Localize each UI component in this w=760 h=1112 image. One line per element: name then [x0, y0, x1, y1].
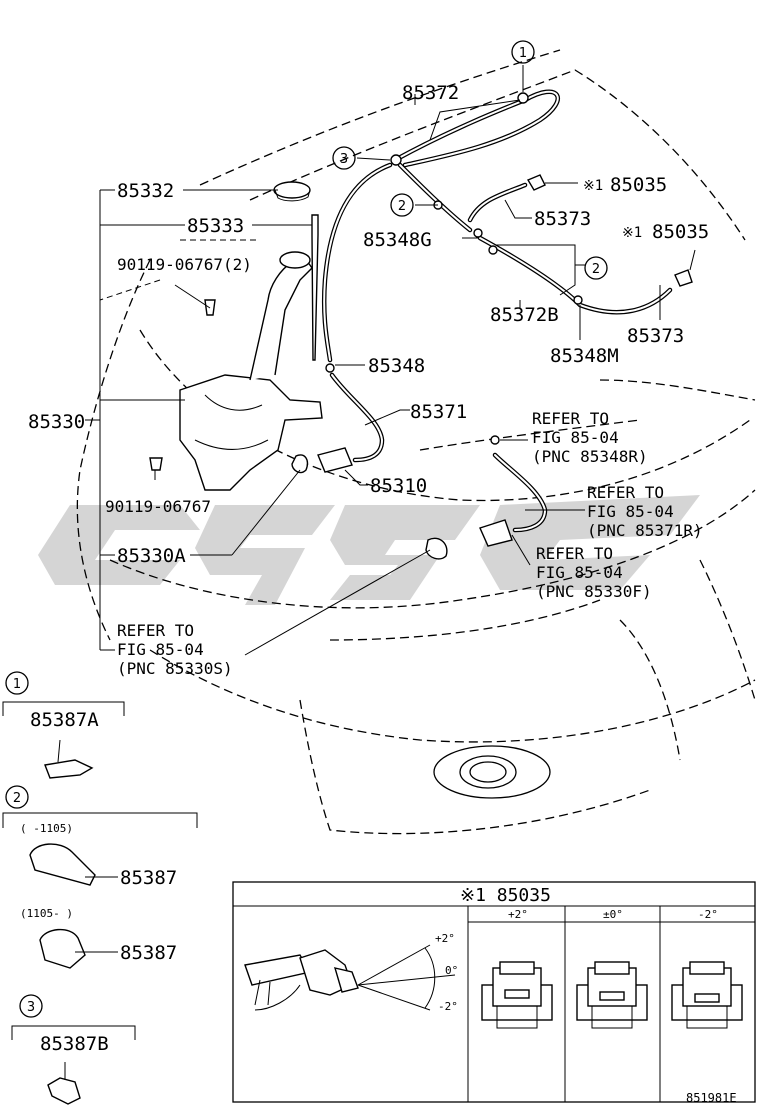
- legend-85387a: 85387A: [30, 709, 99, 731]
- ref-85330f-line2: FIG 85-04: [536, 563, 623, 582]
- nozzles-and-joints: [149, 92, 693, 471]
- vehicle-body-outline: [76, 49, 756, 835]
- label-85372: 85372: [402, 82, 459, 104]
- tank-cap: [273, 181, 311, 202]
- label-85035a: 85035: [610, 174, 667, 196]
- refer-blocks: REFER TO FIG 85-04 (PNC 85348R) REFER TO…: [117, 409, 703, 678]
- ref-85330s-line1: REFER TO: [117, 621, 194, 640]
- ref-85330s-line2: FIG 85-04: [117, 640, 204, 659]
- label-85330: 85330: [28, 411, 85, 433]
- detail-angle-minus: -2°: [438, 1000, 458, 1013]
- ref-85348r-line3: (PNC 85348R): [532, 447, 648, 466]
- level-gauge: [311, 214, 319, 361]
- legend-85387-2: 85387: [120, 942, 177, 964]
- label-90119: 90119-06767: [105, 497, 211, 516]
- part-labels: 85372 85332 85333 ※1 85035 85373 ※1 8503…: [28, 82, 709, 567]
- figure-code: 851981E: [686, 1091, 737, 1105]
- ref-85371r-line2: FIG 85-04: [587, 502, 674, 521]
- leader-lines: [85, 65, 696, 656]
- ref-85348r-line1: REFER TO: [532, 409, 609, 428]
- label-85348g: 85348G: [363, 229, 432, 251]
- svg-text:3: 3: [27, 1000, 35, 1015]
- callout-2b: 2: [592, 262, 600, 277]
- washer-pump: [291, 447, 513, 560]
- label-85373a: 85373: [534, 208, 591, 230]
- label-85310: 85310: [370, 475, 427, 497]
- watermark-logo: [38, 495, 700, 605]
- washer-hoses: [321, 89, 673, 533]
- label-90119-2: 90119-06767(2): [117, 255, 252, 274]
- ref-85348r-line2: FIG 85-04: [532, 428, 619, 447]
- ref-85371r-line3: (PNC 85371R): [587, 521, 703, 540]
- nozzle-front-zero: [576, 961, 648, 1029]
- washer-tank: [179, 251, 323, 491]
- nozzle-front-minus2: [671, 961, 743, 1029]
- nozzle-front-plus2: [481, 961, 553, 1029]
- svg-text:1: 1: [13, 677, 21, 692]
- nozzle-adjustment-detail: ※1 85035 +2° ±0° -2° +2° 0° -2°: [232, 881, 756, 1103]
- ref-85330f-line3: (PNC 85330F): [536, 582, 652, 601]
- detail-title: ※1 85035: [460, 885, 551, 906]
- label-85332: 85332: [117, 180, 174, 202]
- label-85330a: 85330A: [117, 545, 186, 567]
- legend-clip-1: 1 85387A: [2, 671, 125, 779]
- label-85035b: 85035: [652, 221, 709, 243]
- callout-circles: 1 3 2 2: [332, 40, 608, 280]
- callout-3: 3: [340, 152, 348, 167]
- detail-angle-plus: +2°: [435, 932, 455, 945]
- label-mark-1b: ※1: [622, 225, 642, 241]
- label-85333: 85333: [187, 215, 244, 237]
- legend-range-1: ( -1105): [20, 822, 73, 835]
- label-85348: 85348: [368, 355, 425, 377]
- legend-85387b: 85387B: [40, 1033, 109, 1055]
- label-85371: 85371: [410, 401, 467, 423]
- legend-85387-1: 85387: [120, 867, 177, 889]
- legend-range-2: (1105- ): [20, 907, 73, 920]
- detail-col-plus2: +2°: [508, 908, 528, 921]
- ref-85371r-line1: REFER TO: [587, 483, 664, 502]
- label-85372b: 85372B: [490, 304, 559, 326]
- detail-col-minus2: -2°: [698, 908, 718, 921]
- callout-1: 1: [519, 46, 527, 61]
- legend-clip-3: 3 85387B: [11, 994, 136, 1105]
- label-85373b: 85373: [627, 325, 684, 347]
- label-85348m: 85348M: [550, 345, 619, 367]
- svg-text:2: 2: [13, 791, 21, 806]
- detail-angle-zero: 0°: [445, 964, 458, 977]
- legend-clip-2: 2 ( -1105) 85387 (1105- ) 85387: [2, 785, 198, 969]
- callout-2a: 2: [398, 199, 406, 214]
- ref-85330f-line1: REFER TO: [536, 544, 613, 563]
- ref-85330s-line3: (PNC 85330S): [117, 659, 233, 678]
- detail-col-zero: ±0°: [603, 908, 623, 921]
- label-mark-1a: ※1: [583, 178, 603, 194]
